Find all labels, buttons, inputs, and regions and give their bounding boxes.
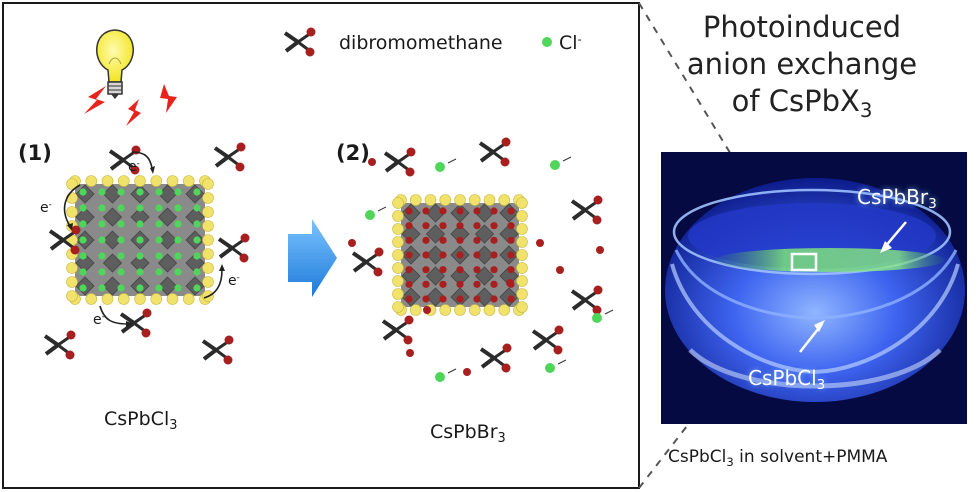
bromide-ion-icon <box>368 158 376 166</box>
chloride-ion-icon <box>435 162 445 172</box>
step-1-label: (1) <box>18 141 52 165</box>
electron-transfer-arrow <box>63 184 81 227</box>
step-2-label: (2) <box>336 141 370 165</box>
photo-of-film <box>661 152 967 424</box>
electron-transfer-arrow <box>99 305 129 325</box>
electron-transfer-arrow <box>131 151 153 169</box>
bromide-ion-icon <box>506 279 514 287</box>
cspbcl3-label: CsPbCl3 <box>104 408 178 434</box>
electron-label: e- <box>93 312 105 328</box>
chloride-ion-icon <box>592 313 602 323</box>
label-pointer-top <box>883 221 907 249</box>
chloride-ion-icon <box>545 363 555 373</box>
cspbbr3-nanocrystal <box>392 194 528 316</box>
legend-dibromomethane-label: dibromomethane <box>339 32 503 54</box>
title-line-3: of CsPbX3 <box>731 84 873 123</box>
cspbcl3-nanocrystal <box>66 175 214 305</box>
bromide-ion-icon <box>536 239 544 247</box>
photo-caption: CsPbCl3 in solvent+PMMA <box>668 447 888 469</box>
bromide-ion-icon <box>348 239 356 247</box>
light-bulb-icon <box>96 29 134 99</box>
chloride-ion-icon <box>365 210 375 220</box>
bromide-ion-icon <box>423 306 431 314</box>
photo-label-cspbbr3: CsPbBr3 <box>857 185 937 213</box>
electron-label: e- <box>128 159 140 175</box>
selection-square <box>790 252 818 272</box>
bromide-ion-icon <box>463 368 471 376</box>
chloride-ion-icon <box>542 37 552 47</box>
bromide-ion-icon <box>406 349 414 357</box>
lightning-bolt-icon <box>126 99 141 126</box>
title-line-2: anion exchange <box>686 47 918 81</box>
lightning-bolt-icon <box>84 86 106 114</box>
chloride-ion-icon <box>550 160 560 170</box>
electron-transfer-arrow <box>203 269 223 299</box>
electron-label: e- <box>228 273 240 289</box>
bromide-ion-icon <box>596 246 604 254</box>
chloride-ion-icon <box>435 372 445 382</box>
right-arrow-icon <box>288 219 337 297</box>
electron-label: e- <box>40 200 52 216</box>
legend-chloride-label: Cl- <box>559 31 582 54</box>
cspbbr3-label: CsPbBr3 <box>430 421 506 447</box>
lightning-bolt-icon <box>160 84 177 113</box>
title-line-1: Photoinduced <box>702 10 902 44</box>
photo-label-cspbcl3: CsPbCl3 <box>748 366 826 394</box>
bromide-ion-icon <box>556 266 564 274</box>
